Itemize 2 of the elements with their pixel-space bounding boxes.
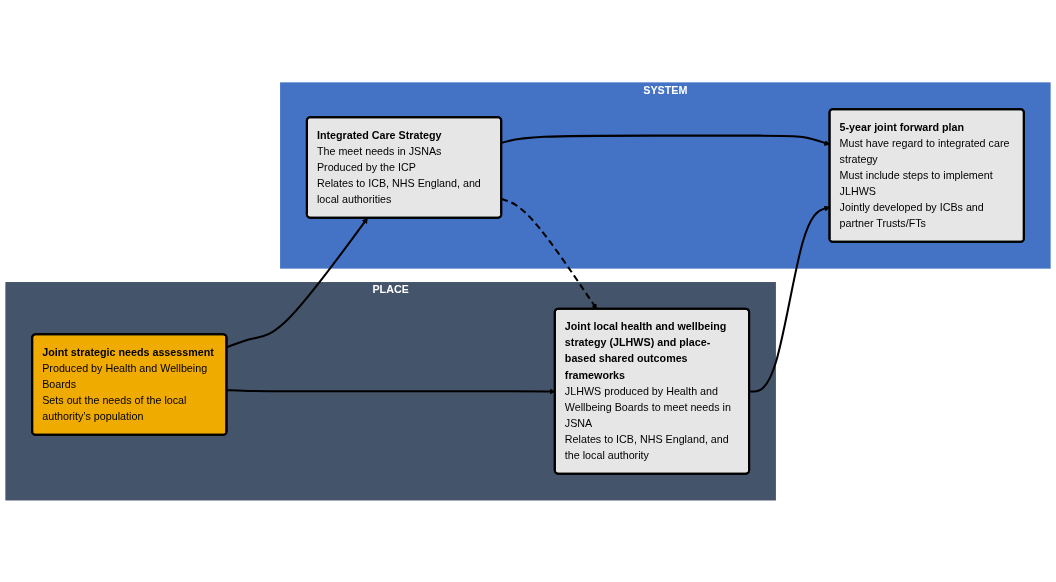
arrow	[501, 197, 597, 309]
arrow	[226, 217, 368, 348]
